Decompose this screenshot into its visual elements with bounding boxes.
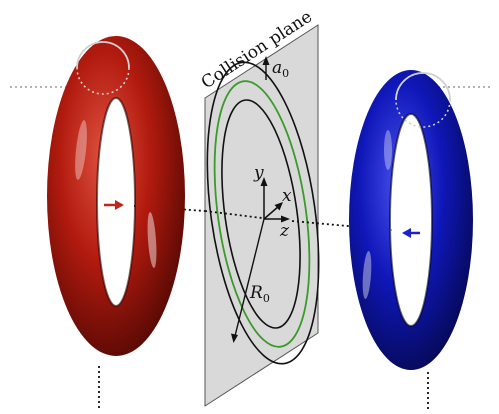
x-axis — [263, 205, 280, 220]
a0-arrowhead — [262, 56, 270, 65]
outer-ellipse — [206, 61, 320, 365]
red-arrowhead — [115, 200, 124, 210]
x-axis-label: x — [282, 186, 292, 206]
inner-ellipse — [221, 99, 301, 329]
blue-vortex-ring — [349, 70, 473, 370]
center-line-right — [291, 220, 393, 231]
r0-label: R0 — [249, 283, 270, 305]
r0-arrowhead — [231, 333, 238, 343]
z-arrowhead — [281, 215, 290, 223]
y-axis-label: y — [253, 163, 264, 183]
blue-ring-cross-section-front — [395, 72, 451, 101]
red-ring-cross-section-front — [76, 41, 130, 69]
z-axis-label: z — [279, 221, 290, 241]
green-core-ellipse — [213, 80, 311, 348]
y-arrowhead — [260, 177, 268, 186]
collision-plane — [204, 24, 319, 407]
red-vortex-ring — [47, 36, 185, 356]
a0-label: a0 — [272, 58, 289, 80]
blue-arrowhead — [402, 228, 411, 238]
r0-radius-arrow — [234, 218, 265, 337]
x-arrowhead — [274, 202, 283, 211]
